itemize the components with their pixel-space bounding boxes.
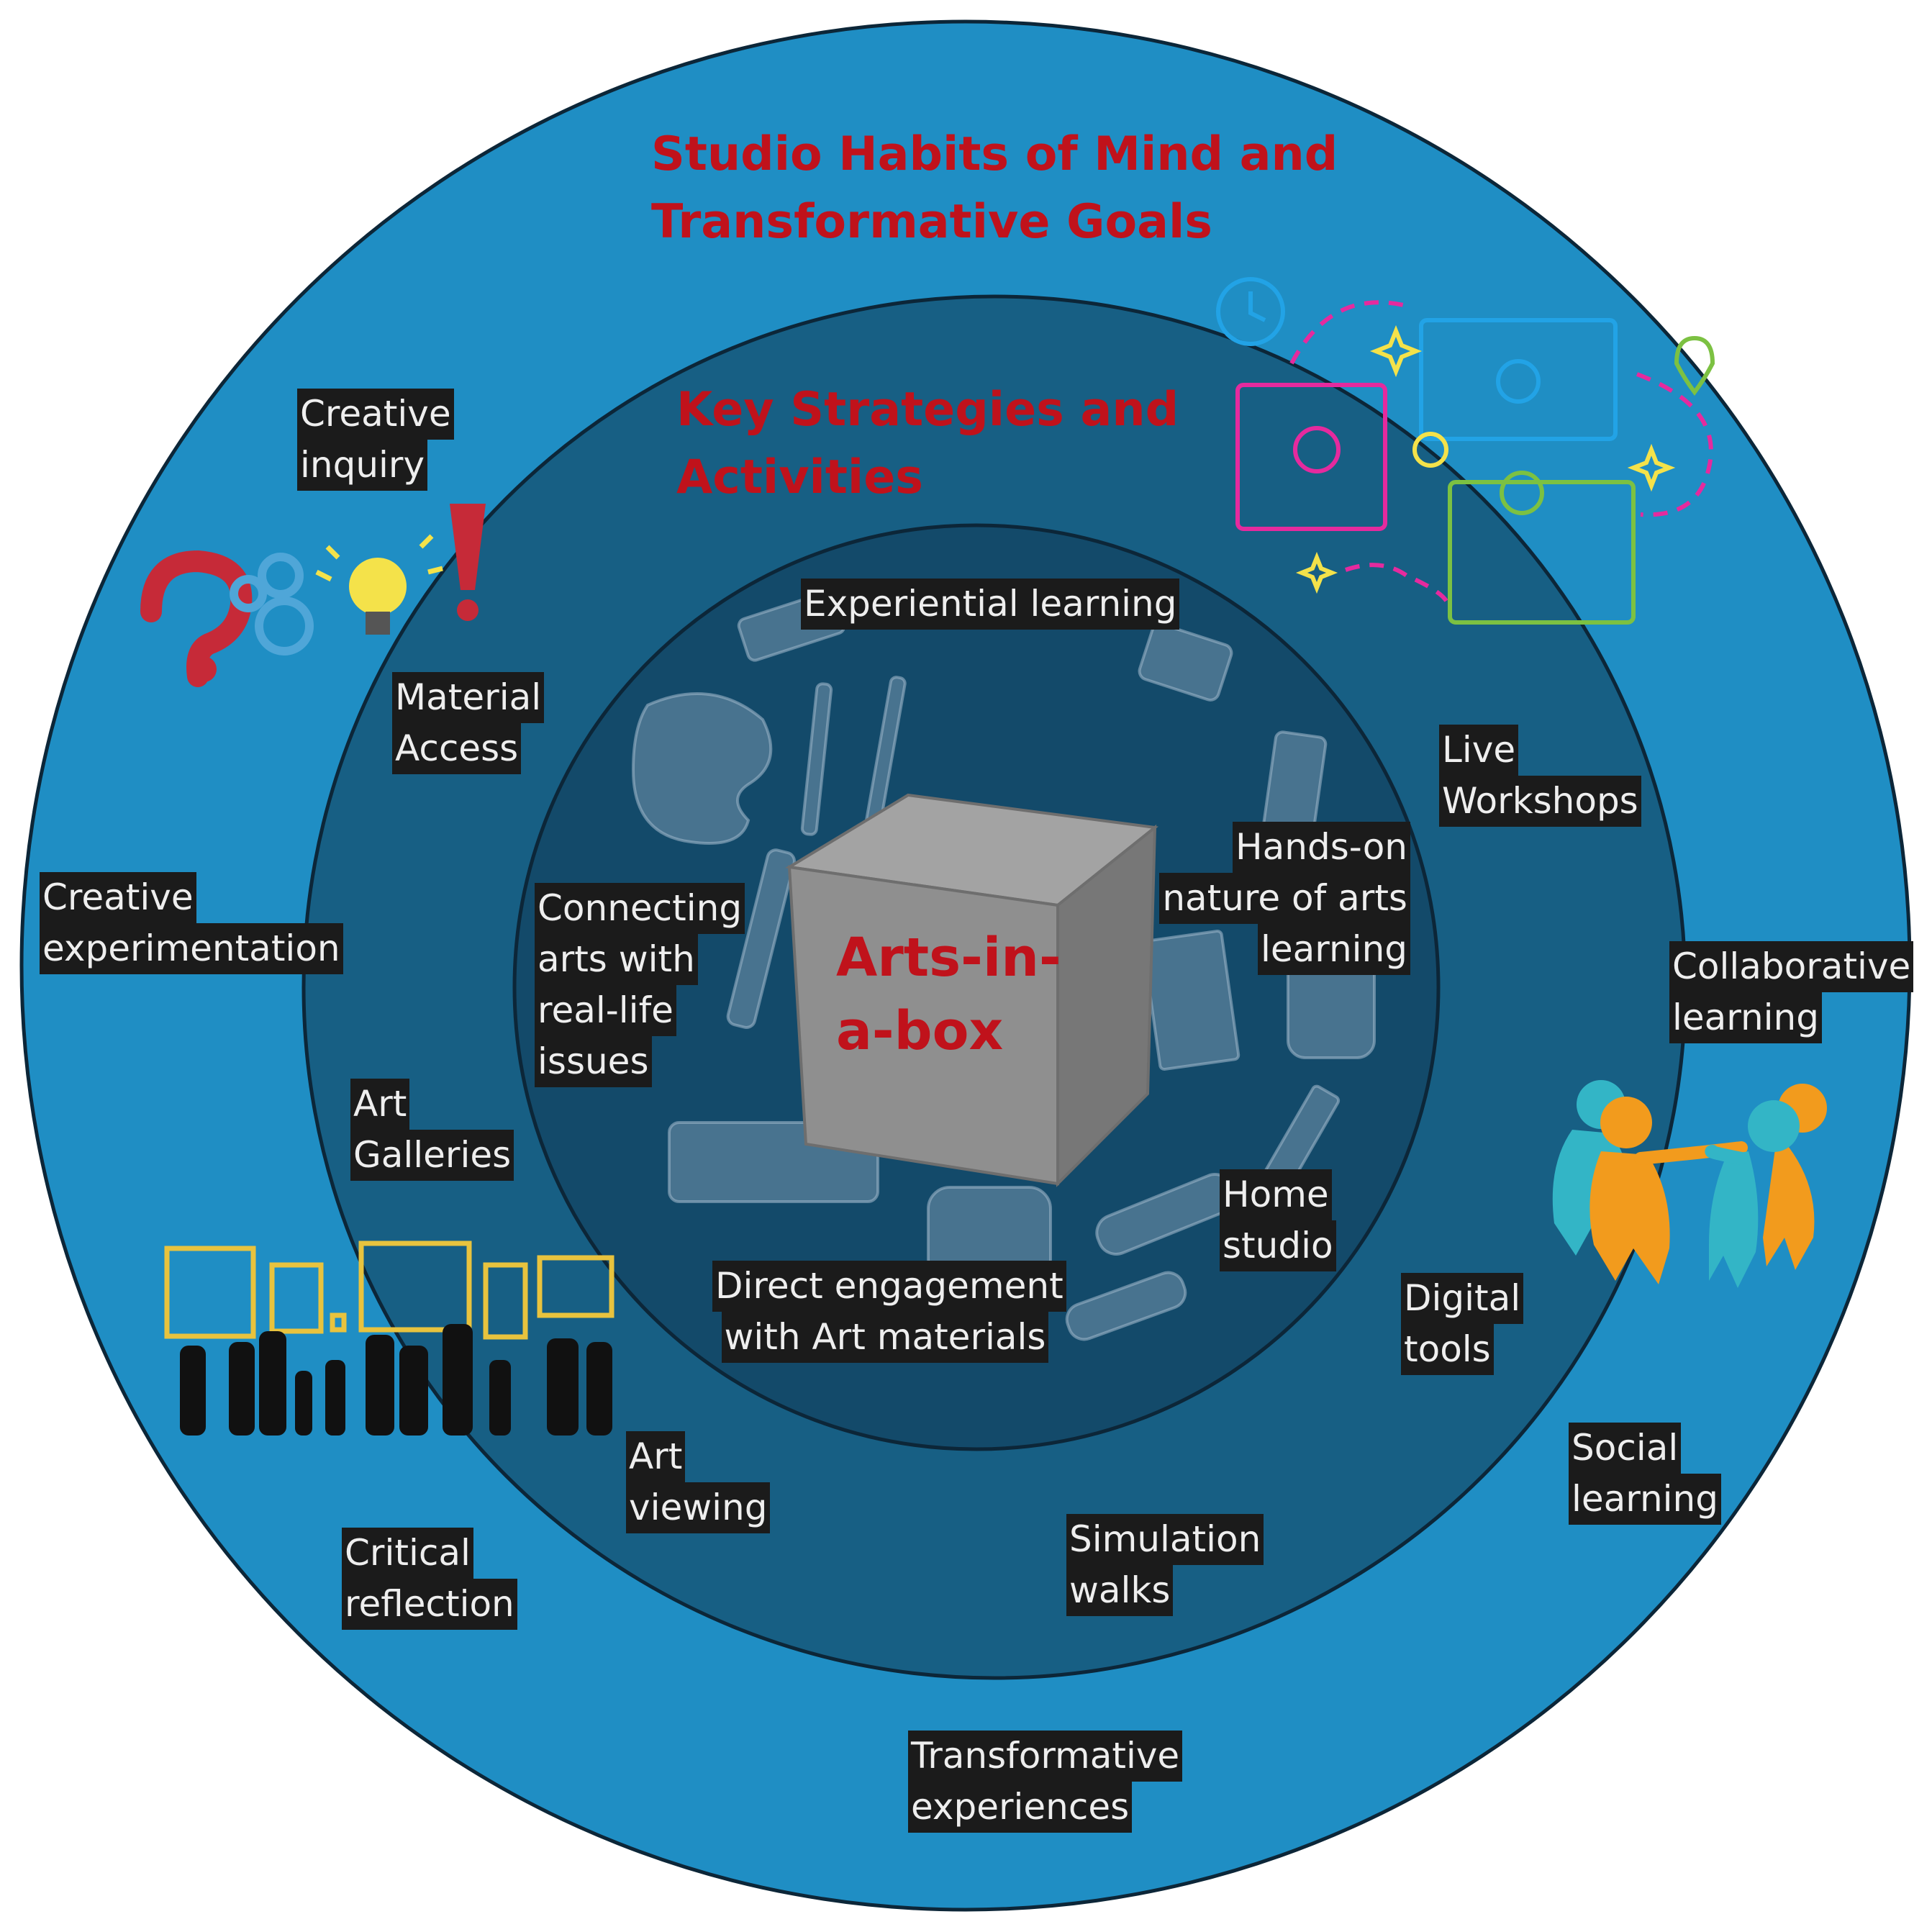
label-line: Digital [1401, 1273, 1524, 1324]
label-line: Art [626, 1431, 686, 1482]
label-line: Access [392, 723, 522, 774]
label-home-studio: Home studio [1220, 1169, 1336, 1271]
palette-icon [631, 692, 773, 845]
label-art-viewing: Art viewing [626, 1431, 771, 1533]
label-line: Experiential learning [801, 579, 1180, 630]
map-pin-icon [1674, 335, 1715, 396]
label-direct-engagement: Direct engagement with Art materials [712, 1261, 1066, 1363]
lightbulb-icon [315, 534, 443, 635]
gears-icon [230, 553, 314, 656]
label-line: Workshops [1439, 776, 1641, 827]
label-connecting-arts: Connecting arts with real-life issues [535, 883, 745, 1087]
label-line: issues [535, 1036, 652, 1087]
center-title: Arts-in- a-box [836, 921, 1061, 1068]
label-line: experiences [908, 1782, 1133, 1833]
label-line: with Art materials [721, 1312, 1049, 1363]
pencil-icon [726, 848, 796, 1029]
label-digital-tools: Digital tools [1401, 1273, 1524, 1375]
gallery-visitors-icon [164, 1241, 614, 1436]
label-line: walks [1066, 1565, 1174, 1616]
online-meeting-icon [1216, 277, 1715, 625]
brush-icon [800, 682, 833, 836]
label-creative-inquiry: Creative inquiry [297, 389, 454, 491]
label-line: Collaborative [1669, 941, 1914, 992]
label-line: Hands-on [1233, 822, 1410, 873]
label-line: Social [1569, 1423, 1682, 1474]
label-material-access: Material Access [392, 672, 545, 774]
label-line: Simulation [1066, 1514, 1264, 1565]
outer-title-line-2: Transformative Goals [651, 195, 1212, 250]
center-title-line-2: a-box [836, 1000, 1004, 1062]
label-social-learning: Social learning [1569, 1423, 1721, 1525]
collaboration-figures-icon [1552, 1080, 1827, 1288]
label-line: Creative [297, 389, 454, 440]
label-line: Critical [342, 1528, 473, 1579]
label-line: experimentation [40, 923, 343, 974]
crayon-icon [1065, 1271, 1187, 1341]
label-collaborative-learning: Collaborative learning [1669, 941, 1914, 1043]
label-live-workshops: Live Workshops [1439, 725, 1641, 827]
label-line: real-life [535, 985, 676, 1036]
outer-ring-title: Studio Habits of Mind and Transformative… [651, 121, 1338, 257]
clock-icon [1216, 277, 1285, 346]
label-line: arts with [535, 934, 698, 985]
label-art-galleries: Art Galleries [350, 1079, 514, 1181]
label-line: viewing [626, 1482, 771, 1533]
label-experiential-learning: Experiential learning [801, 579, 1180, 630]
label-line: inquiry [297, 440, 428, 491]
label-line: Material [392, 672, 545, 723]
label-line: tools [1401, 1324, 1494, 1375]
center-title-line-1: Arts-in- [836, 927, 1061, 989]
sparkle-icon [1369, 325, 1423, 378]
label-line: learning [1669, 992, 1822, 1043]
label-critical-reflection: Critical reflection [342, 1528, 517, 1630]
label-line: learning [1569, 1474, 1721, 1525]
box-side [1056, 824, 1157, 1187]
middle-title-line-2: Activities [676, 450, 923, 505]
label-line: Live [1439, 725, 1519, 776]
label-line: Home [1220, 1169, 1332, 1220]
easel-icon [1141, 929, 1241, 1071]
label-line: Direct engagement [712, 1261, 1066, 1312]
middle-ring-title: Key Strategies and Activities [676, 376, 1179, 512]
label-line: Connecting [535, 883, 745, 934]
question-mark-icon [140, 550, 253, 687]
sharpener-icon [1138, 622, 1233, 702]
label-line: Art [350, 1079, 410, 1130]
label-hands-on: Hands-on nature of arts learning [1158, 822, 1410, 975]
label-simulation-walks: Simulation walks [1066, 1514, 1264, 1616]
label-line: nature of arts [1159, 873, 1410, 924]
exclamation-icon [450, 504, 486, 621]
label-line: Creative [40, 872, 196, 923]
label-transformative-experiences: Transformative experiences [908, 1731, 1183, 1833]
middle-title-line-1: Key Strategies and [676, 383, 1179, 437]
label-creative-experimentation: Creative experimentation [40, 872, 343, 974]
label-line: studio [1220, 1220, 1336, 1271]
label-line: reflection [342, 1579, 517, 1630]
label-line: learning [1258, 924, 1410, 975]
outer-title-line-1: Studio Habits of Mind and [651, 127, 1338, 181]
label-line: Transformative [908, 1731, 1183, 1782]
label-line: Galleries [350, 1130, 514, 1181]
